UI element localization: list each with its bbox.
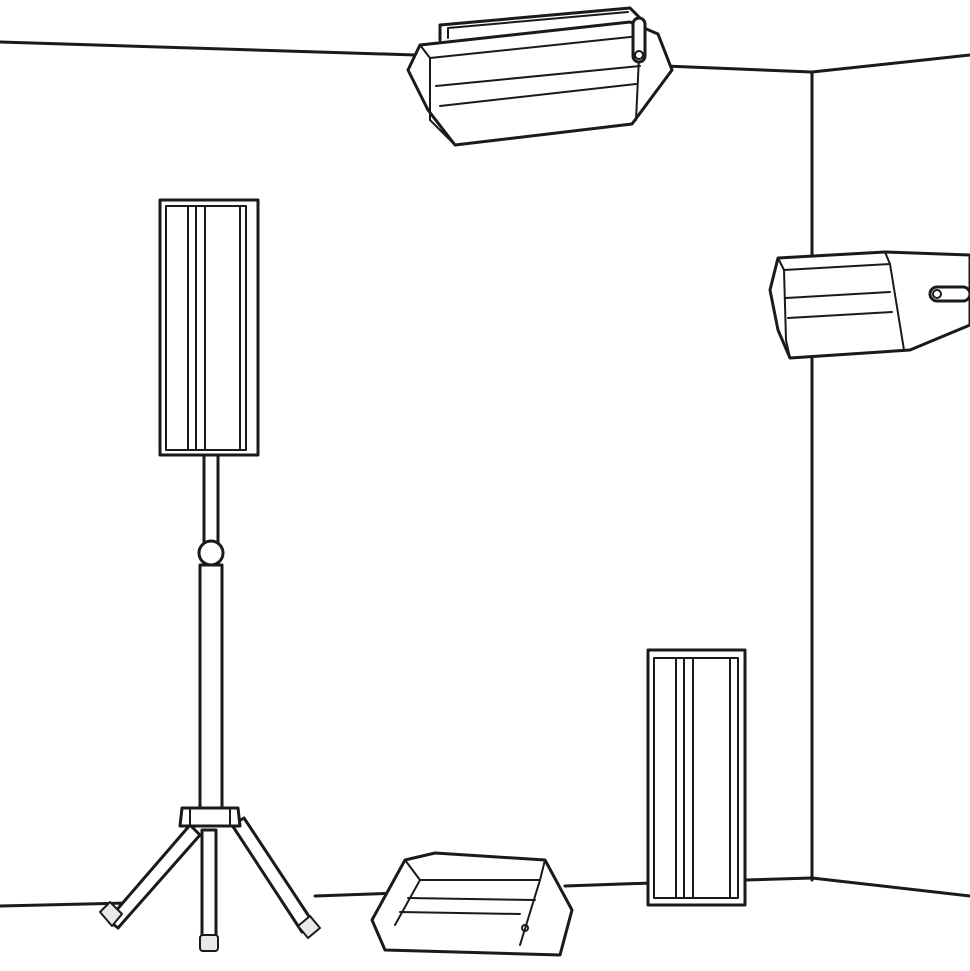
- room-corner: [0, 40, 970, 908]
- pole-lower: [198, 563, 224, 812]
- floor-edge-center: [563, 881, 654, 888]
- column-speaker-top-body: [158, 198, 260, 457]
- tripod-stand: [99, 453, 321, 952]
- bracket-knob: [634, 50, 644, 60]
- monitor-jack-icon: [521, 924, 529, 932]
- tripod-hub: [178, 806, 242, 828]
- floor-column-body: [646, 648, 747, 907]
- tripod-leg-right: [230, 816, 316, 934]
- wall-mount-bracket: [928, 285, 970, 303]
- wall-speaker-body: [768, 250, 970, 360]
- tripod-leg-left: [106, 823, 202, 930]
- ceiling-edge-center: [663, 64, 814, 74]
- floor-edge-right: [810, 876, 970, 898]
- tripod-leg-center: [200, 828, 218, 950]
- pole-upper: [202, 453, 220, 552]
- pole-knob: [197, 539, 225, 567]
- ceiling-edge-right: [810, 53, 970, 74]
- floor-edge-corner: [743, 876, 814, 882]
- floor-monitor-speaker: [370, 851, 574, 957]
- ceiling-edge-left: [0, 40, 417, 57]
- wall-mount-knob: [932, 289, 942, 299]
- wall-mounted-speaker: [768, 250, 970, 360]
- ceiling-mounted-speaker: [406, 6, 674, 147]
- pole-mounted-column-speaker: [158, 198, 260, 457]
- floor-standing-column-speaker: [646, 648, 747, 907]
